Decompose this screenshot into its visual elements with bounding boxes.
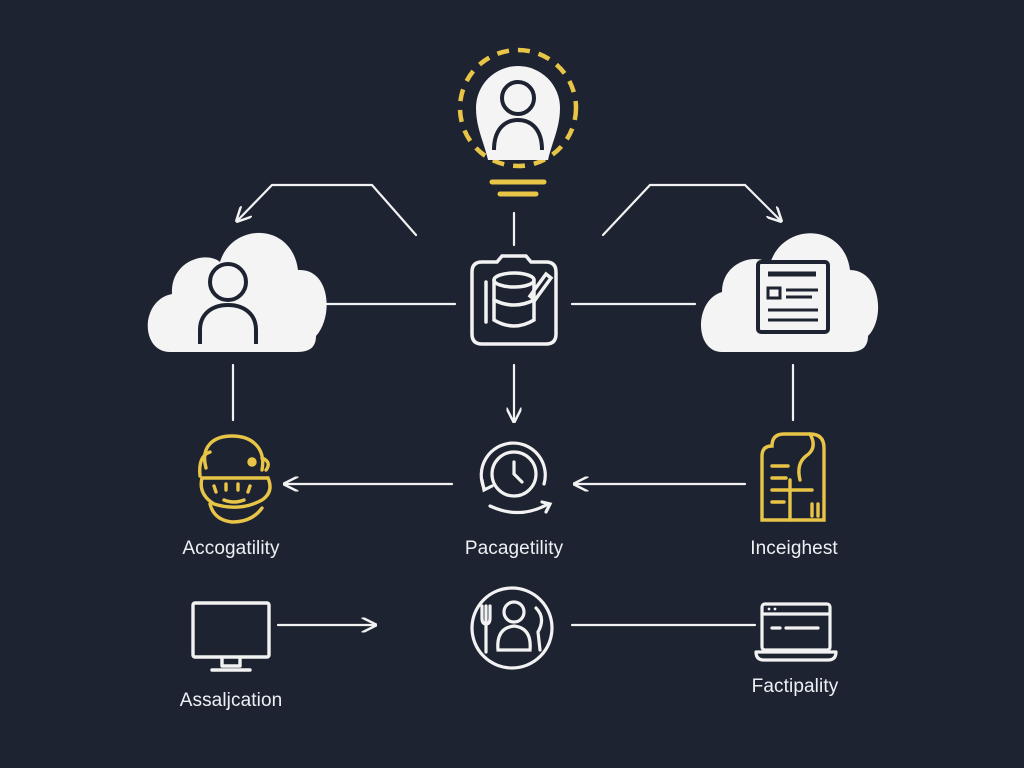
label-assaljcation: Assaljcation — [179, 690, 283, 711]
cloud-document-icon — [701, 233, 879, 352]
label-inceighest: Inceighest — [750, 538, 838, 559]
lightbulb-person-icon — [457, 47, 579, 197]
label-factipality: Factipality — [751, 676, 839, 697]
connector-top-right — [601, 183, 780, 237]
label-accogatility: Accogatility — [182, 538, 280, 559]
database-edit-icon — [470, 254, 558, 346]
cloud-user-icon — [147, 232, 327, 352]
clipboard-icon — [760, 432, 826, 522]
connector-top-left — [238, 183, 418, 237]
dining-circle-icon — [470, 586, 554, 670]
label-pacagetility: Pacagetility — [464, 538, 564, 559]
robot-head-icon — [198, 434, 272, 524]
monitor-icon — [191, 601, 271, 672]
laptop-icon — [754, 602, 838, 662]
cycle-clock-icon — [479, 441, 553, 515]
